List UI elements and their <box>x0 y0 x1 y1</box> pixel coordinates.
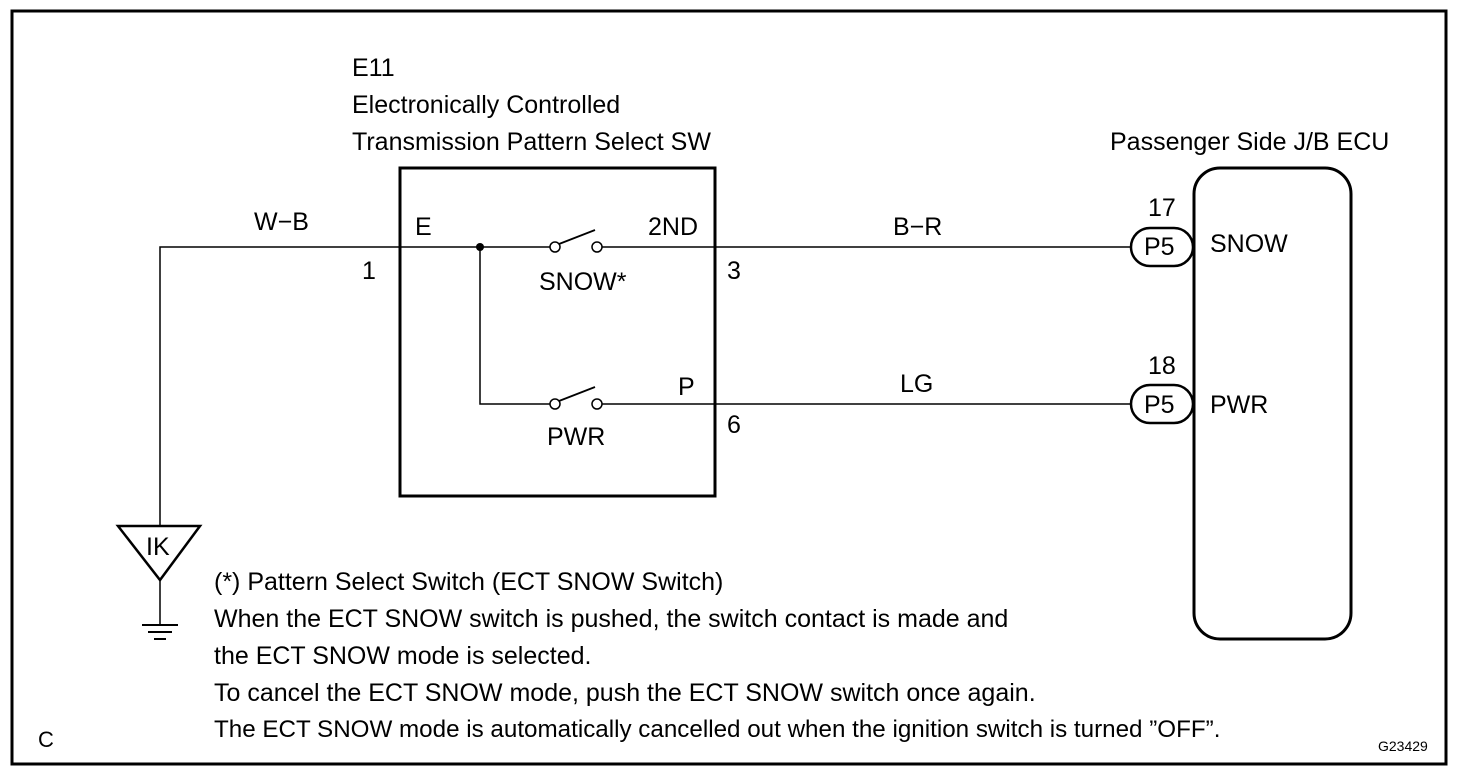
pwr-connector-code: P5 <box>1144 391 1175 419</box>
connector-oval-pwr <box>1129 383 1195 425</box>
terminal-e-label: E <box>415 213 432 241</box>
corner-letter: C <box>38 727 54 752</box>
component-name-line2: Transmission Pattern Select SW <box>352 128 711 156</box>
switch-box <box>398 166 717 498</box>
note-line-2: When the ECT SNOW switch is pushed, the … <box>214 605 1009 633</box>
pwr-wire-color: LG <box>900 370 934 398</box>
ground-point-code: IK <box>146 533 170 561</box>
note-line-3: the ECT SNOW mode is selected. <box>214 642 592 670</box>
snow-connector-code: P5 <box>1144 233 1175 261</box>
pin-p-label: 6 <box>727 411 741 439</box>
diagram-frame <box>10 9 1448 766</box>
snow-switch-label: SNOW* <box>539 268 627 296</box>
pwr-switch-symbol <box>549 386 603 410</box>
connector-oval-snow <box>1129 226 1195 268</box>
component-code: E11 <box>352 54 395 82</box>
snow-signal-name: SNOW <box>1210 230 1288 258</box>
ground-wire <box>159 246 480 526</box>
component-name-line1: Electronically Controlled <box>352 91 621 119</box>
figure-code: G23429 <box>1378 738 1428 754</box>
pwr-signal-name: PWR <box>1210 391 1269 419</box>
pin-e-label: 1 <box>362 257 376 285</box>
ground-point-triangle <box>115 524 203 583</box>
terminal-p-label: P <box>678 373 695 401</box>
pwr-pin-number: 18 <box>1148 352 1176 380</box>
pin-2nd-label: 3 <box>727 257 741 285</box>
pwr-switch-label: PWR <box>547 423 606 451</box>
terminal-2nd-label: 2ND <box>648 213 699 241</box>
note-line-1: (*) Pattern Select Switch (ECT SNOW Swit… <box>214 568 724 596</box>
ground-wire-color: W−B <box>254 208 309 236</box>
snow-wire-color: B−R <box>893 213 943 241</box>
snow-switch-symbol <box>549 229 603 253</box>
ecu-name: Passenger Side J/B ECU <box>1110 128 1390 156</box>
earth-ground-icon <box>142 624 178 640</box>
note-line-5: The ECT SNOW mode is automatically cance… <box>214 716 1221 743</box>
pwr-switch-feed <box>479 247 550 405</box>
snow-pin-number: 17 <box>1148 194 1176 222</box>
note-line-4: To cancel the ECT SNOW mode, push the EC… <box>214 679 1036 707</box>
